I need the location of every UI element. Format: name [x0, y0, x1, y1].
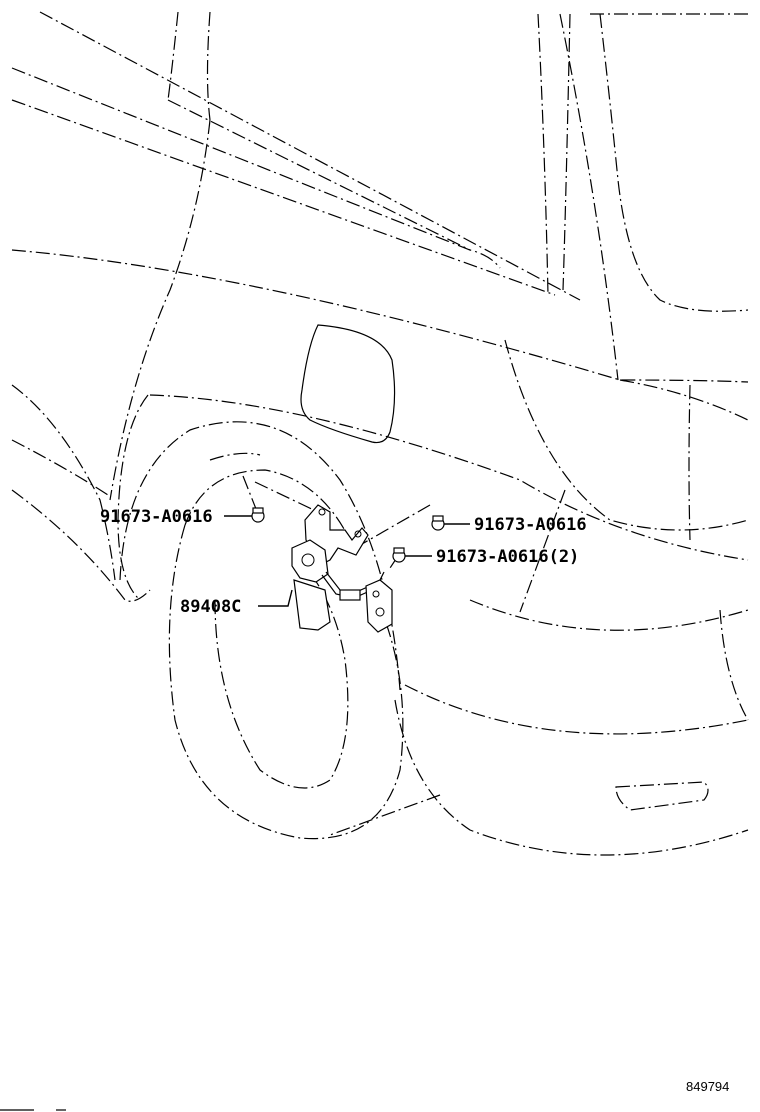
- callout-height-sensor: 89408C: [180, 597, 241, 617]
- illustration-code: 849794: [686, 1079, 729, 1094]
- callout-bolt-right-lower: 91673-A0616(2): [436, 547, 579, 567]
- vehicle-body-outline: [11, 11, 749, 856]
- bolt-icon-right-lower: [392, 547, 406, 563]
- callout-bolt-left: 91673-A0616: [100, 507, 213, 527]
- height-control-sensor-icon: [291, 504, 393, 633]
- bolt-icon-left: [251, 507, 265, 523]
- leader-lines: [224, 515, 470, 607]
- callout-bolt-right-upper: 91673-A0616: [474, 515, 587, 535]
- bolt-icon-right-upper: [431, 515, 445, 531]
